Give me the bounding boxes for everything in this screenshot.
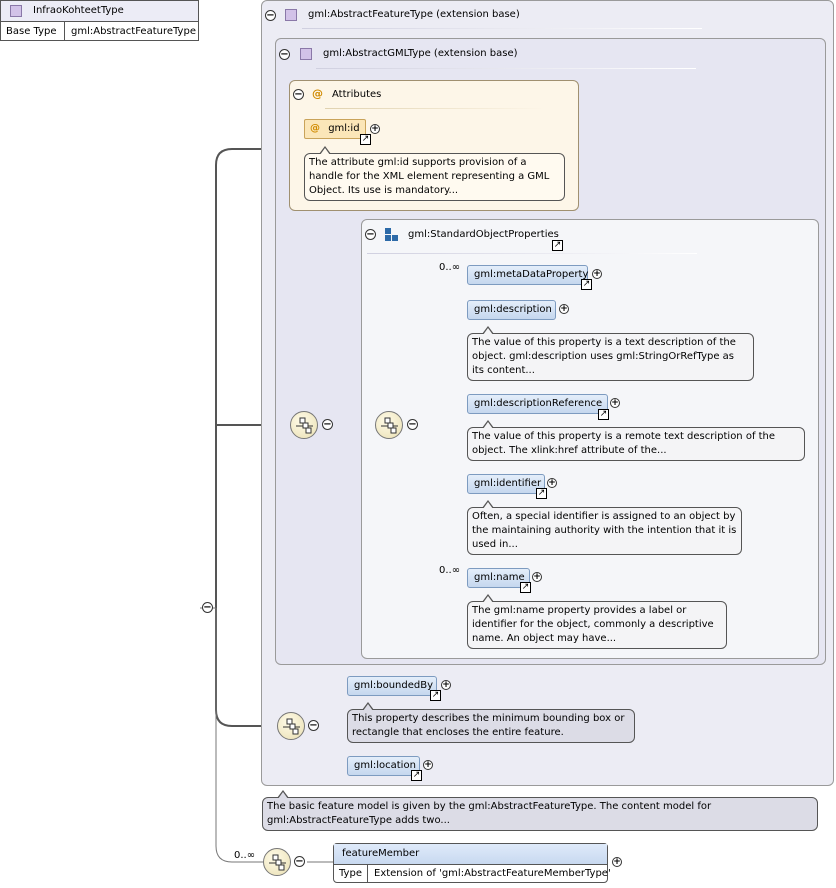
sequence-collapse-icon[interactable]: − xyxy=(294,856,305,867)
gml-name-note: The gml:name property provides a label o… xyxy=(467,594,727,649)
expand-icon[interactable]: + xyxy=(370,124,380,134)
feature-member-name: featureMember xyxy=(342,848,420,859)
complex-type-icon xyxy=(300,48,312,60)
multiplicity-label: 0..∞ xyxy=(439,262,461,273)
feature-member-type-label: Type xyxy=(334,865,368,883)
element-gml-description[interactable]: gml:description xyxy=(467,300,556,320)
link-icon[interactable]: ↗ xyxy=(430,690,441,701)
root-base-type-value: gml:AbstractFeatureType xyxy=(71,26,196,37)
element-gml-metadataproperty[interactable]: gml:metaDataProperty xyxy=(467,265,588,285)
sequence-icon[interactable] xyxy=(375,411,403,439)
expand-icon[interactable]: + xyxy=(423,760,433,770)
expand-icon[interactable]: + xyxy=(547,478,557,488)
attributes-collapse-icon[interactable]: − xyxy=(293,89,304,100)
expand-icon[interactable]: + xyxy=(559,304,569,314)
gml-id-attribute[interactable]: @ gml:id xyxy=(304,119,366,139)
root-type-header: InfraoKohteetType xyxy=(1,1,198,22)
link-icon[interactable]: ↗ xyxy=(581,279,592,290)
attributes-title: Attributes xyxy=(332,89,382,100)
multiplicity-label: 0..∞ xyxy=(439,565,461,576)
expand-icon[interactable]: + xyxy=(592,269,602,279)
attribute-icon: @ xyxy=(312,87,323,100)
sequence-icon[interactable] xyxy=(290,411,318,439)
feature-member-type-value: Extension of 'gml:AbstractFeatureMemberT… xyxy=(374,868,611,879)
title-divider xyxy=(302,28,702,29)
group-icon xyxy=(385,228,398,241)
link-icon[interactable]: ↗ xyxy=(360,134,371,145)
element-gml-name[interactable]: gml:name xyxy=(467,568,530,588)
element-gml-identifier[interactable]: gml:identifier xyxy=(467,474,545,494)
gml-descriptionreference-note: The value of this property is a remote t… xyxy=(467,420,805,461)
root-base-type-label: Base Type xyxy=(1,22,65,41)
expand-icon[interactable]: + xyxy=(532,572,542,582)
title-divider xyxy=(325,108,545,109)
abstract-gml-collapse-icon[interactable]: − xyxy=(279,49,290,60)
multiplicity-label: 0..∞ xyxy=(234,850,256,861)
complex-type-icon xyxy=(285,9,297,21)
feature-member-header: featureMember xyxy=(334,844,607,865)
attribute-icon: @ xyxy=(310,123,320,134)
link-icon[interactable]: ↗ xyxy=(411,770,422,781)
sequence-collapse-icon[interactable]: − xyxy=(322,419,333,430)
standard-props-collapse-icon[interactable]: − xyxy=(365,229,376,240)
complex-type-icon xyxy=(10,5,22,17)
sequence-icon[interactable] xyxy=(263,848,291,876)
gml-identifier-note: Often, a special identifier is assigned … xyxy=(467,500,742,555)
abstract-feature-note: The basic feature model is given by the … xyxy=(262,790,818,831)
element-gml-boundedby[interactable]: gml:boundedBy xyxy=(347,676,437,696)
sequence-collapse-icon[interactable]: − xyxy=(407,419,418,430)
expand-icon[interactable]: + xyxy=(441,680,451,690)
element-gml-location[interactable]: gml:location xyxy=(347,756,420,776)
abstract-gml-title: gml:AbstractGMLType (extension base) xyxy=(323,48,518,59)
root-type-card[interactable]: InfraoKohteetType Base Type gml:Abstract… xyxy=(0,0,199,41)
title-divider xyxy=(367,253,697,254)
sequence-icon[interactable] xyxy=(277,712,305,740)
root-type-name: InfraoKohteetType xyxy=(33,5,124,16)
title-divider xyxy=(316,68,696,69)
gml-id-label: gml:id xyxy=(328,123,360,134)
abstract-feature-title: gml:AbstractFeatureType (extension base) xyxy=(308,9,520,20)
gml-boundedby-note: This property describes the minimum boun… xyxy=(347,702,635,743)
link-icon[interactable]: ↗ xyxy=(520,582,531,593)
gml-description-note: The value of this property is a text des… xyxy=(467,326,754,381)
link-icon[interactable]: ↗ xyxy=(536,488,547,499)
expand-icon[interactable]: + xyxy=(612,857,622,867)
expand-icon[interactable]: + xyxy=(610,398,620,408)
abstract-feature-collapse-icon[interactable]: − xyxy=(265,10,276,21)
root-collapse-icon[interactable]: − xyxy=(202,602,213,613)
sequence-collapse-icon[interactable]: − xyxy=(308,720,319,731)
link-icon[interactable]: ↗ xyxy=(552,240,563,251)
gml-id-note: The attribute gml:id supports provision … xyxy=(304,146,565,201)
feature-member-card[interactable]: featureMember Type Extension of 'gml:Abs… xyxy=(333,843,611,883)
element-gml-descriptionreference[interactable]: gml:descriptionReference xyxy=(467,394,608,414)
link-icon[interactable]: ↗ xyxy=(598,409,609,420)
standard-props-title: gml:StandardObjectProperties xyxy=(408,229,559,240)
